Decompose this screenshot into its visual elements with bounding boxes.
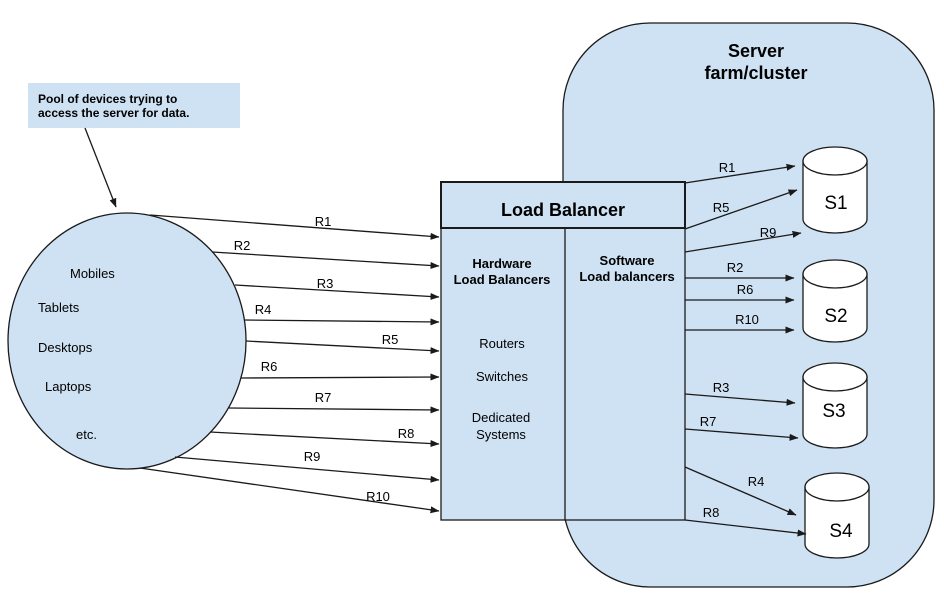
hardware-title-line1: Hardware <box>472 256 531 271</box>
load-balancer-title: Load Balancer <box>501 200 625 220</box>
arrow-out-r8-label: R8 <box>703 505 720 520</box>
callout-text-line1: Pool of devices trying to <box>38 92 177 106</box>
arrow-in-r6-label: R6 <box>261 359 278 374</box>
outgoing-request-arrows: R1 R5 R9 R2 R6 R10 R3 R7 R4 R8 <box>684 160 807 537</box>
server-farm-title-line2: farm/cluster <box>704 63 807 83</box>
device-item-laptops: Laptops <box>45 379 92 394</box>
arrow-out-r6-label: R6 <box>737 282 754 297</box>
arrow-in-r1 <box>149 214 440 240</box>
arrow-in-r10 <box>139 467 440 514</box>
server-cylinder-top <box>804 472 870 502</box>
server-cylinder-body <box>802 273 868 343</box>
device-item-tablets: Tablets <box>38 300 80 315</box>
server-cylinder-body <box>802 376 868 449</box>
arrow-out-r2-label: R2 <box>727 260 744 275</box>
hardware-title-line2: Load Balancers <box>454 272 551 287</box>
server-farm-title-line1: Server <box>728 41 784 61</box>
server-label: S2 <box>824 306 847 327</box>
arrow-in-r6 <box>240 373 440 381</box>
server-cylinder-body <box>802 160 868 234</box>
arrow-out-r9-label: R9 <box>760 225 777 240</box>
arrow-in-r8 <box>209 431 440 448</box>
server-s1: S1 <box>802 146 868 234</box>
arrow-out-r10-label: R10 <box>735 312 759 327</box>
device-item-mobiles: Mobiles <box>70 266 115 281</box>
hardware-item-switches: Switches <box>476 369 529 384</box>
arrow-out-r8-to-s4 <box>684 519 807 537</box>
server-s3: S3 <box>802 362 868 449</box>
arrow-in-r3-label: R3 <box>317 276 334 291</box>
hardware-load-balancers-column: Hardware Load Balancers Routers Switches… <box>454 256 551 442</box>
arrow-in-r3 <box>234 284 440 300</box>
callout-text-line2: access the server for data. <box>38 106 189 120</box>
software-load-balancers-column: Software Load balancers <box>579 253 674 284</box>
server-s4: S4 <box>804 472 870 559</box>
server-cylinder-body <box>804 486 870 559</box>
arrow-in-r1-label: R1 <box>315 214 332 229</box>
arrow-in-r8-label: R8 <box>398 426 415 441</box>
arrow-out-r7-label: R7 <box>700 414 717 429</box>
arrow-out-r3-label: R3 <box>713 380 730 395</box>
server-s2: S2 <box>802 259 868 343</box>
arrow-out-r3-to-s3 <box>684 393 796 406</box>
arrow-in-r7 <box>228 406 440 414</box>
arrow-out-r1-to-s1 <box>684 163 796 184</box>
arrow-in-r2-label: R2 <box>234 238 251 253</box>
arrow-in-r2 <box>211 251 440 269</box>
callout-box <box>28 83 240 128</box>
arrow-out-r7-to-s3 <box>684 428 799 441</box>
arrow-in-r9-label: R9 <box>304 449 321 464</box>
software-title-line1: Software <box>600 253 655 268</box>
load-balancer-group: Load Balancer Hardware Load Balancers Ro… <box>440 181 686 521</box>
arrow-in-r9 <box>174 456 440 483</box>
arrow-out-r5-label: R5 <box>713 200 730 215</box>
hardware-item-systems: Systems <box>476 427 526 442</box>
arrow-in-r5 <box>245 340 440 355</box>
device-pool-group: Mobiles Tablets Desktops Laptops etc. <box>7 212 247 470</box>
incoming-request-arrows: R1 R2 R3 R4 R5 R6 R7 R8 R9 R10 <box>139 214 440 514</box>
arrow-in-r5-label: R5 <box>382 332 399 347</box>
arrow-out-r4-to-s4 <box>684 466 797 516</box>
load-balancer-body <box>440 227 686 521</box>
device-item-desktops: Desktops <box>38 340 93 355</box>
load-balancer-header <box>440 181 686 229</box>
server-cylinder-top <box>802 259 868 289</box>
server-cylinder-top <box>802 362 868 392</box>
arrow-in-r4-label: R4 <box>255 302 272 317</box>
arrow-in-r4 <box>243 318 440 326</box>
server-label: S3 <box>822 401 845 422</box>
server-cylinder-top <box>802 146 868 176</box>
callout-group: Pool of devices trying to access the ser… <box>28 83 240 208</box>
server-label: S4 <box>829 521 853 542</box>
arrow-out-r9-to-s1 <box>684 230 802 253</box>
device-item-etc: etc. <box>76 427 97 442</box>
arrow-out-r4-label: R4 <box>748 474 765 489</box>
callout-pointer-arrow <box>84 127 117 208</box>
arrow-out-r1-label: R1 <box>719 160 736 175</box>
hardware-item-dedicated: Dedicated <box>472 410 531 425</box>
software-title-line2: Load balancers <box>579 269 674 284</box>
server-label: S1 <box>824 193 847 214</box>
hardware-item-routers: Routers <box>479 336 525 351</box>
arrow-out-r5-to-s1 <box>684 189 798 230</box>
arrow-in-r7-label: R7 <box>315 390 332 405</box>
arrow-in-r10-label: R10 <box>366 489 390 504</box>
